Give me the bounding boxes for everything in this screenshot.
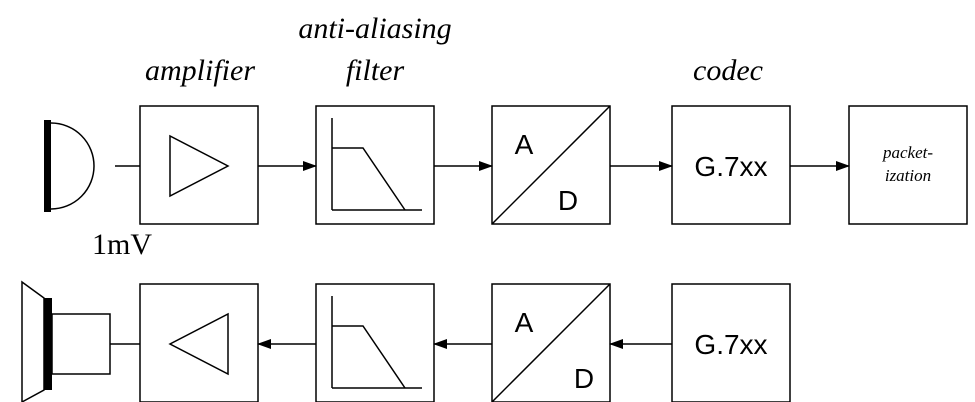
ad-converter-block: A D xyxy=(491,105,611,225)
reconstruction-filter-block xyxy=(315,283,435,402)
packetization-label-line1: packet- xyxy=(882,143,933,162)
anti-aliasing-label: anti-aliasing xyxy=(298,12,451,45)
amplifier-triangle-reversed-icon xyxy=(168,312,229,376)
speaker-icon xyxy=(21,280,111,402)
lowpass-response-icon xyxy=(331,296,422,389)
decoder-block: G.7xx xyxy=(671,283,791,402)
dac-label-a: A xyxy=(515,307,534,338)
output-amplifier-block xyxy=(139,283,259,402)
decoder-text: G.7xx xyxy=(694,329,767,360)
amplifier-triangle-icon xyxy=(169,134,230,198)
anti-aliasing-filter-block xyxy=(315,105,435,225)
packetization-label-line2: ization xyxy=(885,166,931,185)
packetization-block: packet- ization xyxy=(848,105,968,225)
signal-level-label: 1mV xyxy=(92,228,152,261)
transmit-chain: A D G.7xx packet- ization xyxy=(44,105,968,225)
adc-label-a: A xyxy=(515,129,534,160)
receive-chain: A D G.7xx xyxy=(21,280,791,402)
da-converter-block: A D xyxy=(491,283,611,402)
codec-label: codec xyxy=(693,54,763,87)
amplifier-block xyxy=(139,105,259,225)
dac-label-d: D xyxy=(574,363,594,394)
microphone-icon xyxy=(44,120,140,212)
lowpass-response-icon xyxy=(331,118,422,211)
amplifier-label: amplifier xyxy=(145,54,255,87)
codec-text: G.7xx xyxy=(694,151,767,182)
filter-label: filter xyxy=(346,54,405,87)
codec-block: G.7xx xyxy=(671,105,791,225)
adc-label-d: D xyxy=(558,185,578,216)
